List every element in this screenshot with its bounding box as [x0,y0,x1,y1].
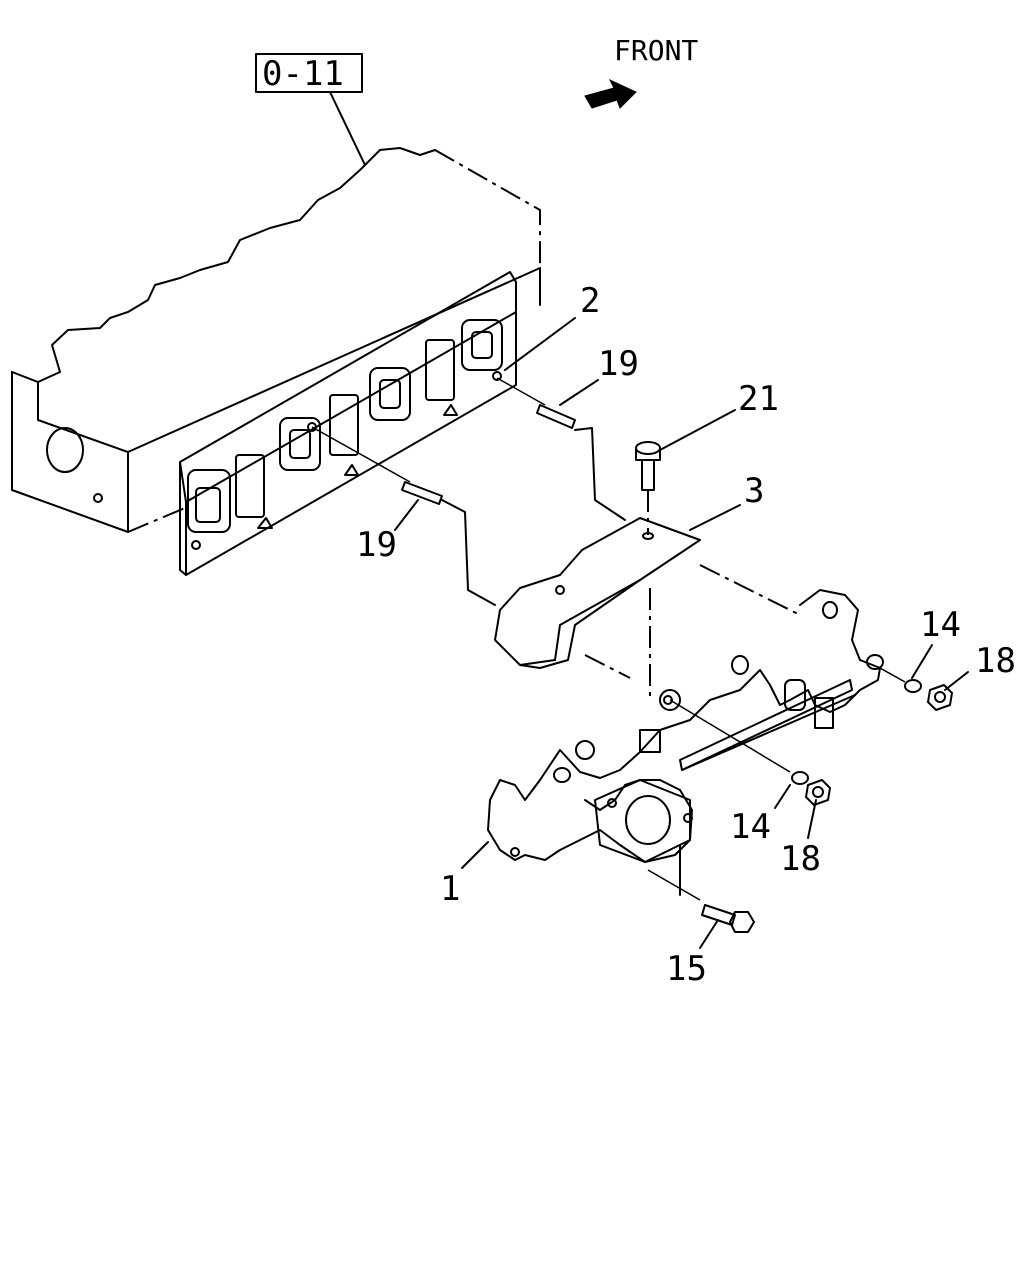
leader-15 [699,919,719,949]
reference-leader [329,91,366,166]
leader-18a [944,671,969,691]
leader-1 [461,841,489,869]
callout-3[interactable]: 3 [744,471,764,511]
exhaust-manifold [487,589,884,863]
manifold-bracket [494,517,701,669]
leader-2 [504,317,576,371]
nut-18-upper [927,684,953,711]
stud-lower [311,426,443,505]
callout-14-lower[interactable]: 14 [730,807,771,847]
nut-18-lower [805,779,831,806]
callout-21[interactable]: 21 [738,379,779,419]
leader-18b [807,799,817,839]
bolt-21 [635,441,661,491]
reference-box-label: 0-11 [262,54,344,94]
washer-14-lower [791,771,809,785]
leader-21 [659,409,736,451]
leader-14a [911,644,933,679]
front-label: FRONT [614,34,698,67]
front-arrow-icon [584,78,637,109]
leader-19b [394,499,419,531]
leader-19a [559,379,599,406]
stud-upper [496,377,576,429]
washer-14-upper [904,679,922,693]
callout-19-upper[interactable]: 19 [598,344,639,384]
callout-18-lower[interactable]: 18 [780,839,821,879]
callout-19-lower[interactable]: 19 [356,525,397,565]
leader-14b [774,784,791,809]
callout-1[interactable]: 1 [440,869,460,909]
reference-box[interactable]: 0-11 [255,53,363,94]
callout-2[interactable]: 2 [580,281,600,321]
bolt-15 [701,904,755,933]
callout-14-upper[interactable]: 14 [920,605,961,645]
leader-3 [689,504,741,531]
callout-18-upper[interactable]: 18 [975,641,1016,681]
callout-15[interactable]: 15 [666,949,707,989]
manifold-gasket [179,271,517,576]
cylinder-head [11,147,541,533]
